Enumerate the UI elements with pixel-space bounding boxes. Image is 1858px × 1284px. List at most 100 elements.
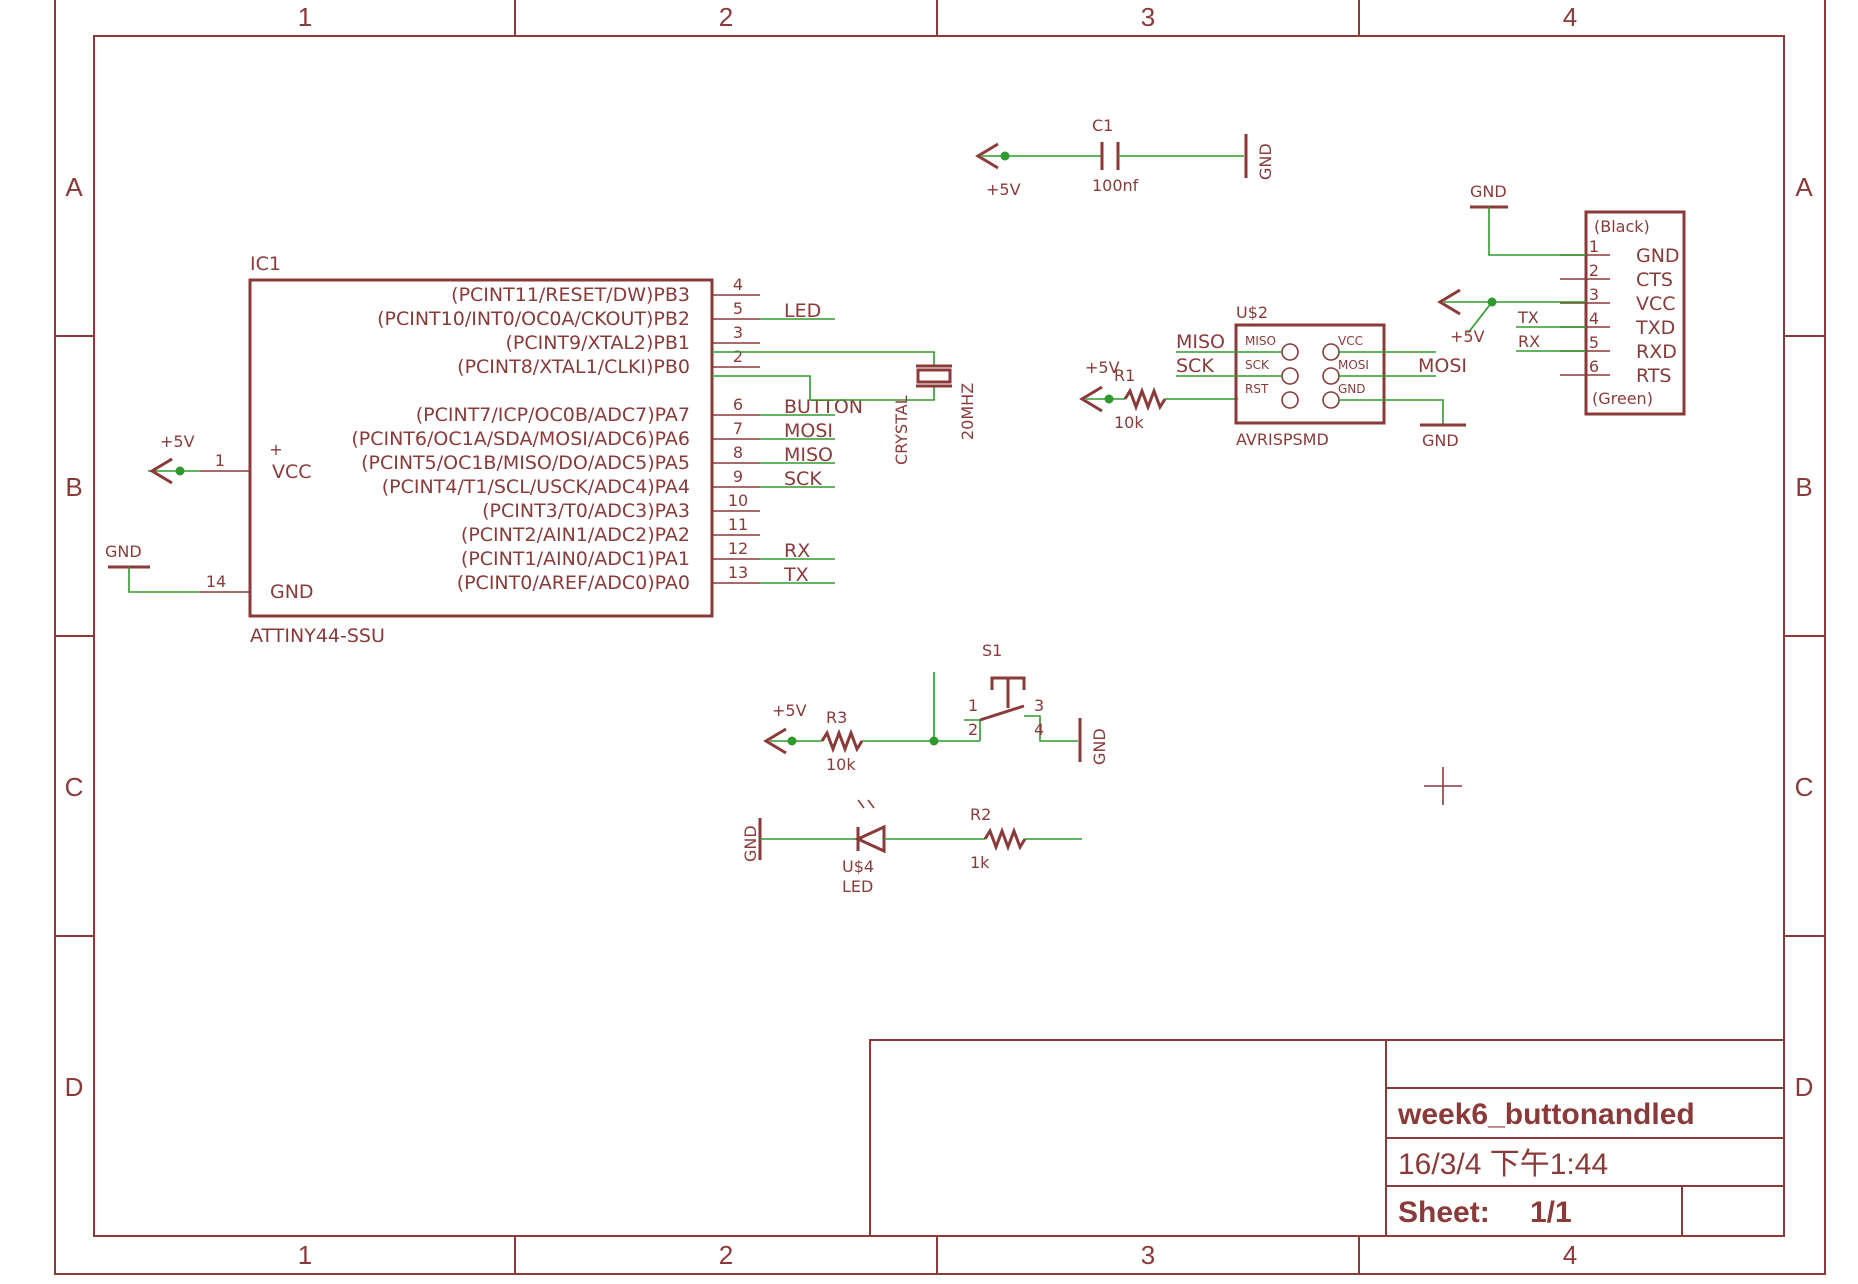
frame-row-label: D	[1795, 1072, 1814, 1102]
ic1-net-label: SCK	[784, 468, 822, 490]
isp-pin-name: SCK	[1245, 358, 1270, 372]
ic1-pin-name: (PCINT1/AIN0/ADC1)PA1	[461, 548, 690, 570]
frame-row-label: A	[65, 172, 83, 202]
ftdi-net-label: TX	[1517, 308, 1539, 327]
button-ref: S1	[982, 641, 1002, 660]
ic1-attiny44[interactable]: IC1 ATTINY44-SSU 4(PCINT11/RESET/DW)PB35…	[200, 253, 863, 647]
ic1-pin-number: 9	[733, 467, 743, 486]
vcc-label: +5V	[1450, 327, 1485, 346]
ic1-pin-number: 11	[728, 515, 748, 534]
isp-net-label: MISO	[1176, 331, 1225, 353]
ic1-net-label: BUTTON	[784, 396, 863, 418]
sheet-label: Sheet:	[1398, 1196, 1490, 1229]
ftdi-pin-number: 3	[1589, 285, 1599, 304]
button-pin-number: 3	[1034, 696, 1044, 715]
button-pin-number: 4	[1034, 720, 1044, 739]
resistor-r1[interactable]: +5V R1 10k	[1079, 358, 1238, 432]
crosshair-cursor-icon	[1424, 767, 1462, 805]
frame-row-label: A	[1795, 172, 1813, 202]
ftdi-net-label: RX	[1518, 332, 1540, 351]
ic1-net-label: MISO	[784, 444, 833, 466]
frame-col-label: 1	[298, 2, 312, 32]
resistor-value: 10k	[826, 755, 856, 774]
title-block: week6_buttonandled 16/3/4 下午1:44 Sheet: …	[869, 1039, 1785, 1237]
ic1-pin-number: 7	[733, 419, 743, 438]
resistor-value: 10k	[1114, 413, 1144, 432]
ic1-pin-number: 2	[733, 347, 743, 366]
ftdi-pin-name: RXD	[1636, 341, 1677, 363]
isp-pin-name: MISO	[1245, 334, 1276, 348]
resistor-ref: R1	[1114, 366, 1135, 385]
crystal[interactable]: CRYSTAL 20MHZ	[712, 351, 977, 465]
ic1-pin-name: (PCINT11/RESET/DW)PB3	[451, 284, 690, 306]
resistor-ref: R3	[826, 708, 847, 727]
gnd-label: GND	[105, 542, 142, 561]
frame-row-label: C	[65, 772, 84, 802]
button-circuit[interactable]: 1 2 3 4 S1 +5V R3 10k GND	[763, 641, 1109, 774]
ic1-net-label: TX	[783, 564, 809, 586]
frame-col-label: 4	[1563, 1240, 1577, 1270]
frame-col-label: 2	[719, 2, 733, 32]
ic1-pin-name: GND	[270, 581, 314, 603]
ic1-value: ATTINY44-SSU	[250, 625, 385, 647]
ftdi-pin-name: CTS	[1636, 269, 1673, 291]
crystal-value: 20MHZ	[958, 383, 977, 440]
gnd-label: GND	[1422, 431, 1459, 450]
isp-ref: U$2	[1236, 303, 1268, 322]
ftdi-bottom-label: (Green)	[1592, 389, 1653, 408]
frame-row-label: B	[65, 472, 82, 502]
gnd-label: GND	[741, 825, 760, 862]
ic1-pin-name: (PCINT4/T1/SCL/USCK/ADC4)PA4	[382, 476, 690, 498]
ftdi-pin-number: 5	[1589, 333, 1599, 352]
gnd-label: GND	[1256, 143, 1275, 180]
isp-pin-name: MOSI	[1338, 358, 1369, 372]
frame-row-label: D	[65, 1072, 84, 1102]
frame-col-label: 1	[298, 1240, 312, 1270]
resistor-value: 1k	[970, 853, 990, 872]
ic1-pin-number: 1	[215, 451, 225, 470]
isp-value: AVRISPSMD	[1236, 430, 1329, 449]
ftdi-pin-name: VCC	[1636, 293, 1676, 315]
ic1-pin-name: (PCINT8/XTAL1/CLKI)PB0	[457, 356, 690, 378]
frame-row-label: B	[1795, 472, 1812, 502]
ic1-pin-name: (PCINT3/T0/ADC3)PA3	[482, 500, 690, 522]
ic1-pin-number: 12	[728, 539, 748, 558]
ic1-pin-name: (PCINT0/AREF/ADC0)PA0	[457, 572, 690, 594]
ic1-pin-number: 6	[733, 395, 743, 414]
vcc-supply-ic1: +5V	[148, 432, 200, 485]
ic1-pin-name: VCC	[272, 461, 312, 483]
ic1-net-label: RX	[784, 540, 810, 562]
button-pin-number: 2	[968, 720, 978, 739]
drawing-date: 16/3/4 下午1:44	[1398, 1148, 1608, 1181]
ic1-pin-plus: +	[269, 440, 282, 459]
led-ref: U$4	[842, 857, 874, 876]
gnd-label: GND	[1470, 182, 1507, 201]
ftdi-pin-name: GND	[1636, 245, 1680, 267]
ic1-pin-number: 8	[733, 443, 743, 462]
led-value: LED	[842, 877, 873, 896]
ic1-pin-number: 13	[728, 563, 748, 582]
ic1-pin-name: (PCINT9/XTAL2)PB1	[505, 332, 690, 354]
isp-header-u2[interactable]: U$2 AVRISPSMD MISO SCK RST VCC MOSI GND …	[1176, 303, 1467, 450]
isp-pin-name: GND	[1338, 382, 1366, 396]
ftdi-pin-name: RTS	[1636, 365, 1672, 387]
drawing-title: week6_buttonandled	[1397, 1098, 1695, 1131]
frame-col-label: 3	[1141, 2, 1155, 32]
ic1-net-label: LED	[784, 300, 821, 322]
frame-col-label: 2	[719, 1240, 733, 1270]
ftdi-pin-number: 1	[1589, 237, 1599, 256]
ic1-pin-number: 4	[733, 275, 743, 294]
capacitor-c1[interactable]: C1 100nf +5V GND	[975, 116, 1275, 199]
vcc-label: +5V	[1085, 358, 1120, 377]
ic1-pin-number: 10	[728, 491, 748, 510]
isp-net-label: SCK	[1176, 355, 1214, 377]
ftdi-top-label: (Black)	[1594, 217, 1650, 236]
ftdi-pin-number: 2	[1589, 261, 1599, 280]
led-circuit[interactable]: GND U$4 LED R2 1k	[741, 799, 1082, 896]
resistor-ref: R2	[970, 805, 991, 824]
ic1-pin-name: (PCINT7/ICP/OC0B/ADC7)PA7	[416, 404, 690, 426]
frame-col-label: 4	[1563, 2, 1577, 32]
